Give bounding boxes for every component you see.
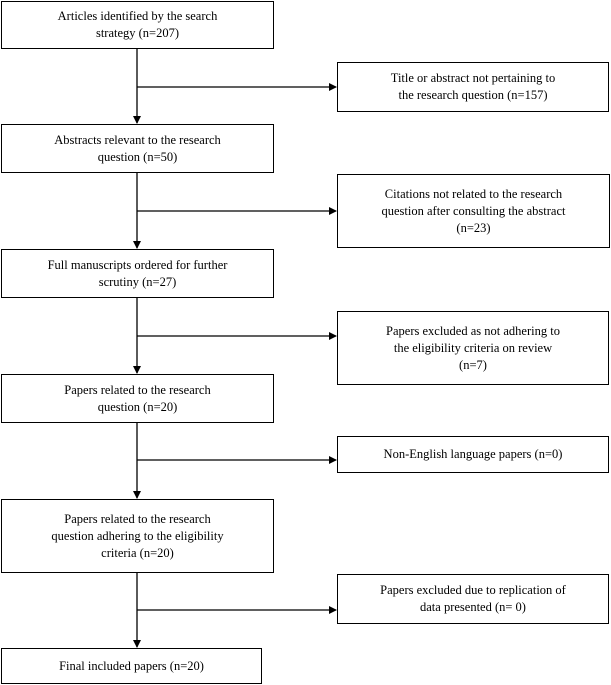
exclusion-box-text: Non-English language papers (n=0) <box>383 447 563 461</box>
main-box-papers-related: Papers related to the research question … <box>1 374 274 423</box>
exclusion-box-title-abstract: Title or abstract not pertaining to the … <box>337 62 609 112</box>
exclusion-box-replication: Papers excluded due to replication of da… <box>337 574 609 624</box>
exclusion-box-text: Citations not related to the research qu… <box>381 186 566 235</box>
main-box-full-manuscripts: Full manuscripts ordered for further scr… <box>1 249 274 298</box>
main-box-final-included: Final included papers (n=20) <box>1 648 262 684</box>
exclusion-box-non-english: Non-English language papers (n=0) <box>337 436 609 473</box>
main-box-articles-identified: Articles identified by the search strate… <box>1 1 274 49</box>
exclusion-box-not-eligible: Papers excluded as not adhering to the e… <box>337 311 609 385</box>
main-box-text: Papers related to the research question … <box>64 382 211 414</box>
main-box-text: Articles identified by the search strate… <box>57 9 218 40</box>
exclusion-box-citations-not-related: Citations not related to the research qu… <box>337 174 610 248</box>
exclusion-box-text: Papers excluded as not adhering to the e… <box>386 323 560 372</box>
exclusion-box-text: Papers excluded due to replication of da… <box>380 583 566 614</box>
main-box-papers-eligible: Papers related to the research question … <box>1 499 274 573</box>
main-box-text: Papers related to the research question … <box>51 511 224 560</box>
exclusion-box-text: Title or abstract not pertaining to the … <box>390 71 556 102</box>
main-box-text: Final included papers (n=20) <box>59 658 204 673</box>
main-box-text: Abstracts relevant to the research quest… <box>54 132 221 164</box>
main-box-text: Full manuscripts ordered for further scr… <box>47 257 228 289</box>
main-box-abstracts-relevant: Abstracts relevant to the research quest… <box>1 124 274 173</box>
